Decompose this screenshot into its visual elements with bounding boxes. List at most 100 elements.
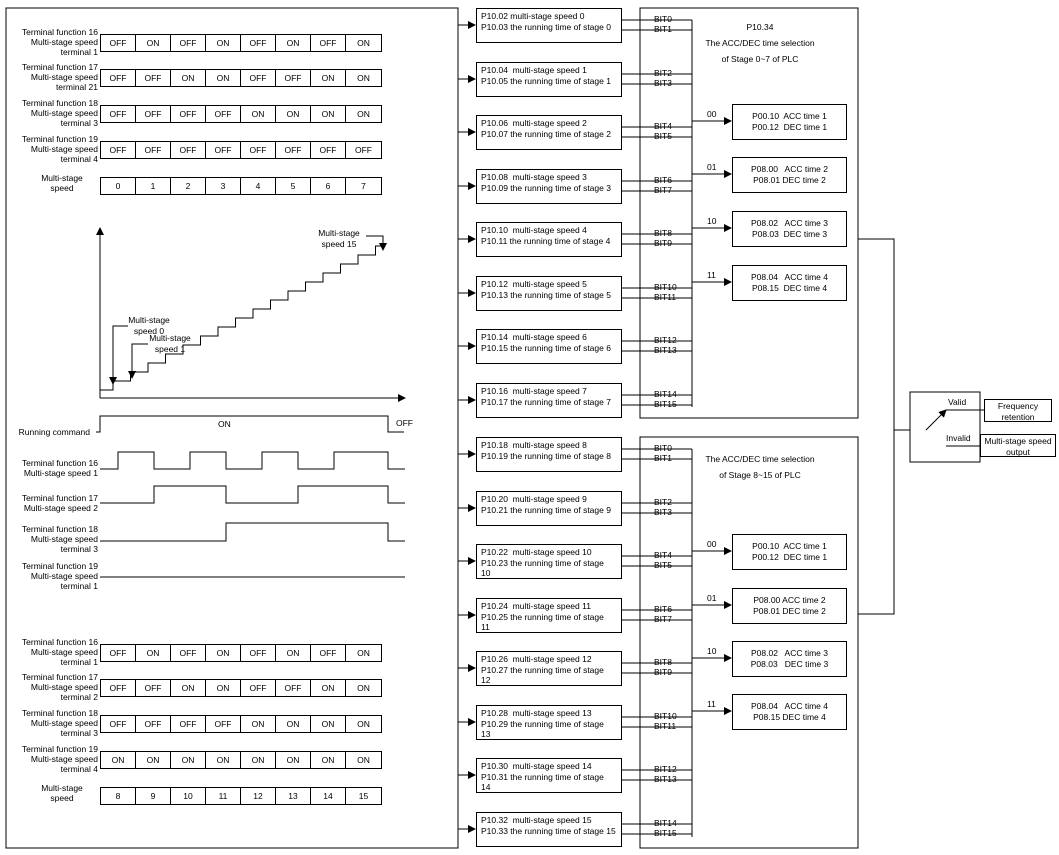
state-cell: ON bbox=[241, 716, 276, 732]
top-row-label: Terminal function 19 Multi-stage speed t… bbox=[21, 134, 98, 164]
acc-dec-box: P08.04 ACC time 4 P08.15 DEC time 4 bbox=[732, 694, 847, 730]
speed1-arrow bbox=[128, 343, 148, 379]
selection-code: 10 bbox=[707, 216, 717, 226]
speed-cell: 8 bbox=[101, 788, 136, 804]
state-cell: OFF bbox=[355, 145, 372, 155]
bit-label: BIT11 bbox=[654, 292, 677, 302]
bottom-selector-frame bbox=[639, 436, 859, 849]
state-cell: OFF bbox=[101, 70, 136, 86]
bit-label: BIT1 bbox=[654, 453, 672, 463]
bit-label: BIT1 bbox=[654, 24, 672, 34]
state-cell: ON bbox=[357, 648, 370, 658]
speed-cell: 0 bbox=[101, 178, 136, 194]
state-cell: OFF bbox=[241, 70, 276, 86]
state-cell: ON bbox=[357, 755, 370, 765]
state-cell: ON bbox=[206, 35, 241, 51]
bit-label: BIT7 bbox=[654, 614, 672, 624]
speed1-label: Multi-stage speed 1 bbox=[149, 333, 191, 354]
speed-cell: 7 bbox=[361, 181, 366, 191]
state-cell: OFF bbox=[171, 106, 206, 122]
bit-label: BIT0 bbox=[654, 14, 672, 24]
bit-label: BIT0 bbox=[654, 443, 672, 453]
multi-stage-output-box: Multi-stage speed output bbox=[980, 434, 1056, 457]
state-cell: ON bbox=[276, 106, 311, 122]
state-cell: OFF bbox=[136, 680, 171, 696]
bottom-selector-title: The ACC/DEC time selection of Stage 8~15… bbox=[705, 454, 815, 480]
speed-cell: 2 bbox=[171, 178, 206, 194]
speed-cell: 6 bbox=[311, 178, 346, 194]
running-command-label: Running command bbox=[18, 427, 90, 437]
bit-label: BIT6 bbox=[654, 175, 672, 185]
bit-label: BIT13 bbox=[654, 345, 677, 355]
state-cell: ON bbox=[311, 752, 346, 768]
bit-label: BIT15 bbox=[654, 399, 677, 409]
state-cell: OFF bbox=[241, 680, 276, 696]
speed-cell: 4 bbox=[241, 178, 276, 194]
bit-label: BIT10 bbox=[654, 711, 677, 721]
stage-box: P10.28 multi-stage speed 13 P10.29 the r… bbox=[476, 705, 622, 740]
speed-cell: 15 bbox=[358, 791, 369, 801]
acc-dec-box: P00.10 ACC time 1 P00.12 DEC time 1 bbox=[732, 534, 847, 570]
state-cell: OFF bbox=[206, 142, 241, 158]
bit-label: BIT6 bbox=[654, 604, 672, 614]
bit-label: BIT2 bbox=[654, 68, 672, 78]
top-speed-label: Multi-stage speed bbox=[41, 173, 83, 193]
acc-dec-box: P08.00 ACC time 2 P08.01 DEC time 2 bbox=[732, 157, 847, 193]
state-cell: OFF bbox=[171, 716, 206, 732]
state-cell: OFF bbox=[136, 106, 171, 122]
selection-code: 00 bbox=[707, 109, 717, 119]
speed-cell: 3 bbox=[206, 178, 241, 194]
state-cell: OFF bbox=[101, 142, 136, 158]
bottom-row-label: Terminal function 18 Multi-stage speed t… bbox=[21, 708, 98, 738]
state-cell: OFF bbox=[276, 70, 311, 86]
speed-cell: 13 bbox=[276, 788, 311, 804]
bit-label: BIT14 bbox=[654, 818, 677, 828]
bit-label: BIT3 bbox=[654, 507, 672, 517]
state-cell: OFF bbox=[241, 142, 276, 158]
invalid-label: Invalid bbox=[946, 433, 971, 443]
state-cell: ON bbox=[171, 680, 206, 696]
state-cell: OFF bbox=[171, 35, 206, 51]
state-cell: ON bbox=[136, 645, 171, 661]
state-cell: ON bbox=[276, 35, 311, 51]
tf18-label: Terminal function 18 Multi-stage speed t… bbox=[21, 524, 98, 554]
stage-box: P10.10 multi-stage speed 4 P10.11 the ru… bbox=[476, 222, 622, 257]
bit-label: BIT9 bbox=[654, 238, 672, 248]
bit-label: BIT10 bbox=[654, 282, 677, 292]
state-cell: ON bbox=[206, 645, 241, 661]
state-cell: ON bbox=[241, 106, 276, 122]
stage-box: P10.14 multi-stage speed 6 P10.15 the ru… bbox=[476, 329, 622, 364]
state-cell: ON bbox=[276, 716, 311, 732]
speed0-arrow bbox=[109, 325, 128, 385]
stage-box: P10.30 multi-stage speed 14 P10.31 the r… bbox=[476, 758, 622, 793]
bit-label: BIT11 bbox=[654, 721, 677, 731]
state-cell: ON bbox=[171, 70, 206, 86]
bit-label: BIT4 bbox=[654, 550, 672, 560]
terminal-waveform bbox=[100, 522, 405, 542]
bit-label: BIT12 bbox=[654, 335, 677, 345]
selection-code: 10 bbox=[707, 646, 717, 656]
state-cell: ON bbox=[357, 719, 370, 729]
stage-box: P10.22 multi-stage speed 10 P10.23 the r… bbox=[476, 544, 622, 579]
staircase-line bbox=[100, 245, 384, 391]
state-cell: ON bbox=[206, 752, 241, 768]
stage-box: P10.20 multi-stage speed 9 P10.21 the ru… bbox=[476, 491, 622, 526]
state-cell: OFF bbox=[241, 35, 276, 51]
state-cell: OFF bbox=[311, 142, 346, 158]
state-cell: OFF bbox=[171, 645, 206, 661]
state-cell: OFF bbox=[206, 106, 241, 122]
acc-dec-box: P08.02 ACC time 3 P08.03 DEC time 3 bbox=[732, 641, 847, 677]
state-cell: ON bbox=[171, 752, 206, 768]
selection-code: 11 bbox=[707, 699, 716, 709]
stage-box: P10.32 multi-stage speed 15 P10.33 the r… bbox=[476, 812, 622, 847]
timing-waveforms bbox=[100, 451, 405, 578]
stage-box: P10.04 multi-stage speed 1 P10.05 the ru… bbox=[476, 62, 622, 97]
bottom-row-label: Terminal function 16 Multi-stage speed t… bbox=[21, 637, 98, 667]
bit-label: BIT7 bbox=[654, 185, 672, 195]
